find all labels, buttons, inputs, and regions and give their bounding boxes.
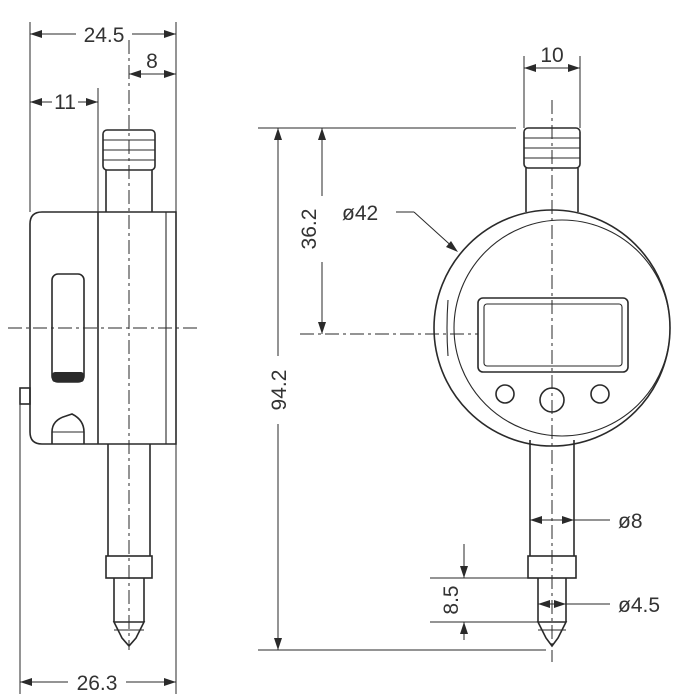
dim-36-2: 36.2 <box>298 128 326 334</box>
front-button-right <box>590 384 610 404</box>
dim-label-8: 8 <box>146 50 158 73</box>
dim-label-stem-diameter: ø8 <box>618 510 643 533</box>
front-view: 10 36.2 94.2 ø42 <box>258 44 671 662</box>
dim-dial-diameter: ø42 <box>342 202 458 252</box>
dim-label-36-2: 36.2 <box>298 209 321 250</box>
dim-8: 8 <box>129 50 176 78</box>
dim-11: 11 <box>30 91 98 114</box>
front-display <box>477 297 629 373</box>
side-button <box>51 413 85 444</box>
dim-label-26-3: 26.3 <box>77 672 118 695</box>
front-stem <box>527 440 577 648</box>
front-button-left <box>495 384 515 404</box>
dim-tip-diameter: ø4.5 <box>538 594 660 617</box>
dim-26-3: 26.3 <box>20 672 176 695</box>
dim-label-tip-diameter: ø4.5 <box>618 594 660 617</box>
dim-94-2: 94.2 <box>268 128 291 650</box>
dim-label-11: 11 <box>54 91 76 114</box>
side-view: 24.5 8 11 26.3 <box>8 22 200 695</box>
dim-label-10: 10 <box>540 44 563 67</box>
dim-10: 10 <box>524 44 580 72</box>
dim-label-94-2: 94.2 <box>268 370 291 411</box>
dim-tip-length: 8.5 <box>440 544 468 640</box>
dim-label-tip-length: 8.5 <box>440 585 463 614</box>
dim-label-24-5: 24.5 <box>84 24 125 47</box>
dim-label-dial-diameter: ø42 <box>342 202 378 225</box>
dim-24-5: 24.5 <box>30 24 176 47</box>
side-knob <box>19 387 31 405</box>
dim-stem-diameter: ø8 <box>530 510 643 533</box>
